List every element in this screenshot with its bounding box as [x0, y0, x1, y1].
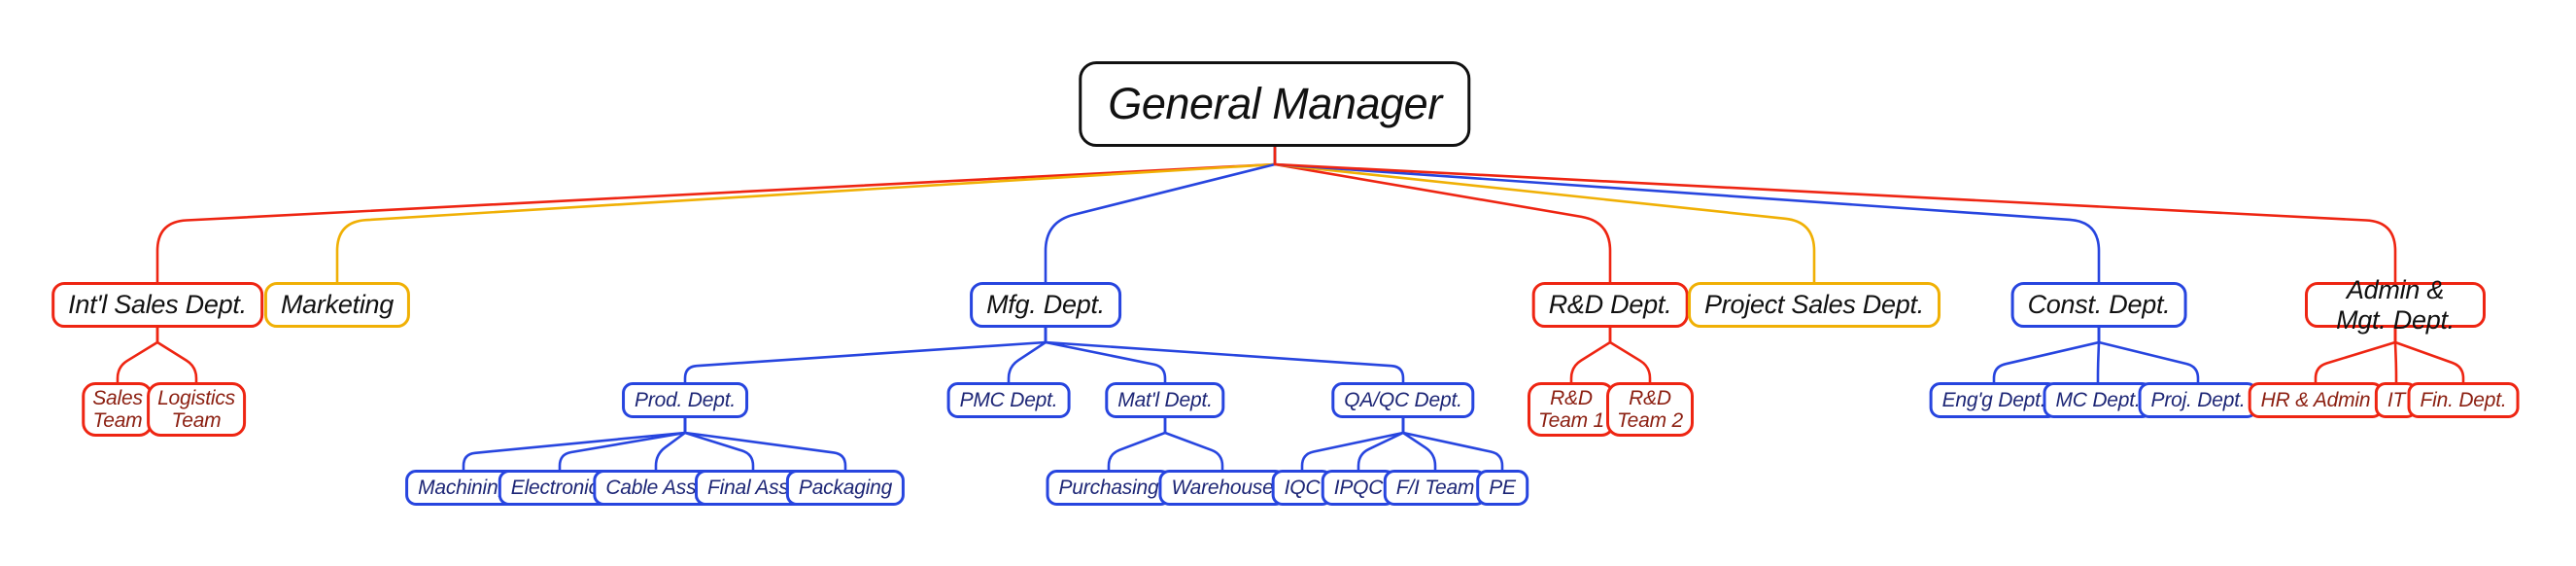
node-marketing: Marketing — [263, 282, 411, 328]
connector-edge — [1273, 147, 1612, 282]
connector-edge — [558, 418, 687, 470]
node-prod-dept: Prod. Dept. — [622, 382, 748, 418]
connector-edge — [335, 147, 1277, 282]
node-project-sales-dept: Project Sales Dept. — [1688, 282, 1941, 328]
connector-edge — [1300, 418, 1405, 470]
connector-edge — [2096, 328, 2101, 382]
node-int-l-sales-dept: Int'l Sales Dept. — [52, 282, 263, 328]
connector-edge — [654, 418, 687, 470]
node-r-d-team-2: R&D Team 2 — [1605, 382, 1695, 437]
connector-edge — [2393, 328, 2398, 382]
connector-edge — [1992, 328, 2101, 382]
connector-edge — [116, 328, 159, 382]
node-r-d-team-1: R&D Team 1 — [1527, 382, 1616, 437]
connector-edge — [1608, 328, 1652, 382]
connector-edge — [1007, 328, 1048, 382]
connector-edge — [1273, 147, 1816, 282]
connector-edge — [155, 328, 198, 382]
connector-edge — [1107, 418, 1167, 470]
connector-edge — [1357, 418, 1405, 470]
node-ipqc: IPQC — [1321, 470, 1396, 506]
node-warehouse: Warehouse — [1158, 470, 1287, 506]
connector-edge — [1044, 328, 1405, 382]
node-eng-g-dept: Eng'g Dept. — [1929, 382, 2059, 418]
node-general-manager: General Manager — [1079, 61, 1471, 147]
connector-edge — [2393, 328, 2465, 382]
connector-edge — [2097, 328, 2200, 382]
node-hr-admin: HR & Admin — [2248, 382, 2384, 418]
node-mc-dept: MC Dept. — [2043, 382, 2153, 418]
node-qa-qc-dept: QA/QC Dept. — [1331, 382, 1475, 418]
connector-edge — [2314, 328, 2397, 382]
node-purchasing: Purchasing — [1046, 470, 1172, 506]
node-r-d-dept: R&D Dept. — [1531, 282, 1689, 328]
node-pe: PE — [1476, 470, 1528, 506]
node-f-i-team: F/I Team — [1383, 470, 1488, 506]
connector-edge — [1401, 418, 1437, 470]
connector-edge — [1163, 418, 1224, 470]
connector-edge — [1044, 328, 1167, 382]
connector-edge — [683, 328, 1048, 382]
node-admin-mgt-dept: Admin & Mgt. Dept. — [2305, 275, 2486, 335]
node-sales-team: Sales Team — [82, 382, 154, 437]
node-fin-dept: Fin. Dept. — [2407, 382, 2520, 418]
node-logistics-team: Logistics Team — [147, 382, 246, 437]
connector-edge — [1273, 147, 2101, 282]
connector-edge — [1044, 147, 1277, 282]
connector-edge — [1569, 328, 1612, 382]
node-packaging: Packaging — [785, 470, 906, 506]
node-mat-l-dept: Mat'l Dept. — [1105, 382, 1225, 418]
node-const-dept: Const. Dept. — [2010, 282, 2187, 328]
connector-edge — [683, 418, 755, 470]
node-pmc-dept: PMC Dept. — [946, 382, 1071, 418]
connector-edge — [1401, 418, 1504, 470]
connector-edge — [1273, 147, 2397, 282]
connector-edge — [683, 418, 847, 470]
node-mfg-dept: Mfg. Dept. — [970, 282, 1121, 328]
connector-edge — [155, 147, 1277, 282]
node-proj-dept: Proj. Dept. — [2138, 382, 2258, 418]
connector-edge — [462, 418, 687, 470]
